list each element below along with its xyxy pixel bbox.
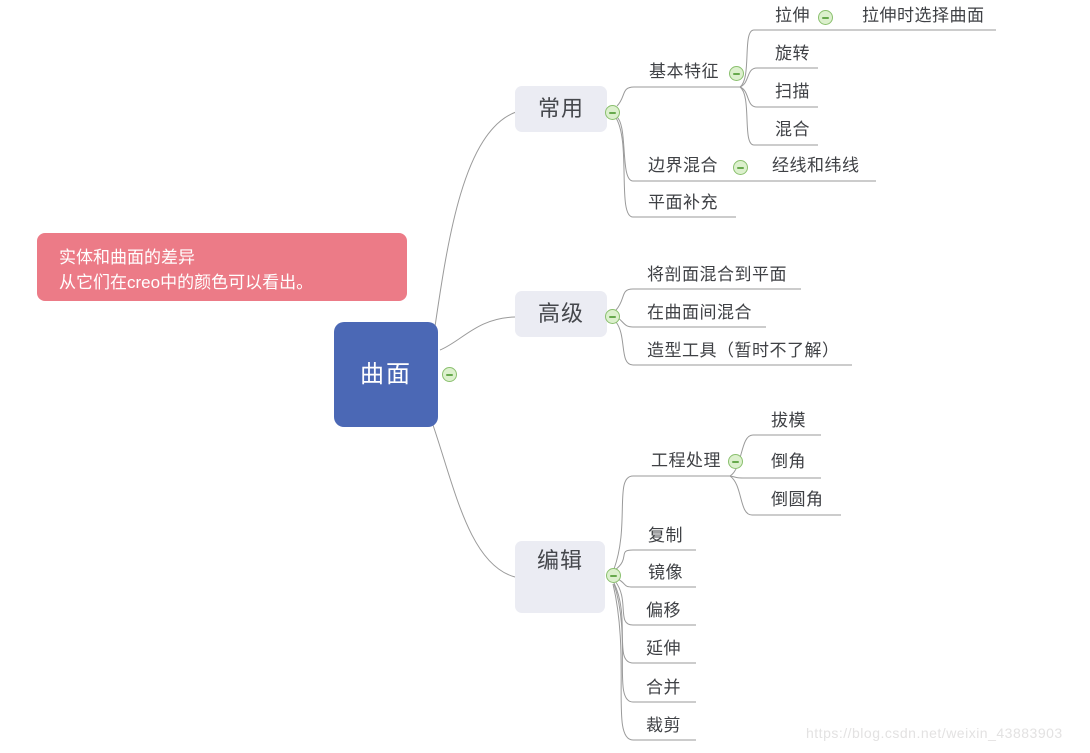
- collapse-icon-basic-features[interactable]: [729, 66, 744, 81]
- node-styling-tool[interactable]: 造型工具（暂时不了解）: [647, 341, 840, 360]
- collapse-icon-engineering[interactable]: [728, 454, 743, 469]
- collapse-icon-edit[interactable]: [606, 568, 621, 583]
- node-advanced[interactable]: 高级: [515, 291, 607, 337]
- node-edit[interactable]: 编辑: [515, 541, 605, 613]
- note-line-1: 实体和曲面的差异: [59, 248, 195, 267]
- node-basic-features[interactable]: 基本特征: [649, 62, 719, 81]
- node-boundary-blend[interactable]: 边界混合: [648, 156, 718, 175]
- collapse-icon-common[interactable]: [605, 105, 620, 120]
- watermark-url: https://blog.csdn.net/weixin_43883903: [806, 725, 1063, 741]
- node-offset[interactable]: 偏移: [646, 601, 681, 620]
- node-extrude-select-surface[interactable]: 拉伸时选择曲面: [862, 6, 985, 25]
- node-blend-between-surfaces[interactable]: 在曲面间混合: [647, 303, 752, 322]
- node-engineering[interactable]: 工程处理: [651, 451, 721, 470]
- node-warp-and-weft[interactable]: 经线和纬线: [772, 156, 860, 175]
- node-copy[interactable]: 复制: [648, 526, 683, 545]
- node-blend[interactable]: 混合: [775, 120, 810, 139]
- node-mirror[interactable]: 镜像: [648, 563, 683, 582]
- node-round[interactable]: 倒圆角: [771, 490, 824, 509]
- node-draft[interactable]: 拔模: [771, 411, 806, 430]
- node-trim[interactable]: 裁剪: [646, 716, 681, 735]
- node-sweep[interactable]: 扫描: [775, 82, 810, 101]
- note-line-2: 从它们在creo中的颜色可以看出。: [59, 273, 314, 292]
- node-blend-section-to-plane[interactable]: 将剖面混合到平面: [647, 265, 787, 284]
- collapse-icon-boundary-blend[interactable]: [733, 160, 748, 175]
- node-extend[interactable]: 延伸: [646, 639, 681, 658]
- node-common[interactable]: 常用: [515, 86, 607, 132]
- collapse-icon-extrude[interactable]: [818, 10, 833, 25]
- node-extrude[interactable]: 拉伸: [775, 6, 810, 25]
- node-plane-fill[interactable]: 平面补充: [648, 193, 718, 212]
- node-revolve[interactable]: 旋转: [775, 44, 810, 63]
- node-surface-root[interactable]: 曲面: [334, 322, 438, 427]
- collapse-icon-advanced[interactable]: [605, 309, 620, 324]
- node-chamfer[interactable]: 倒角: [771, 452, 806, 471]
- note-solid-vs-surface[interactable]: 实体和曲面的差异 从它们在creo中的颜色可以看出。: [37, 233, 407, 301]
- node-merge[interactable]: 合并: [646, 678, 681, 697]
- collapse-icon-root[interactable]: [442, 367, 457, 382]
